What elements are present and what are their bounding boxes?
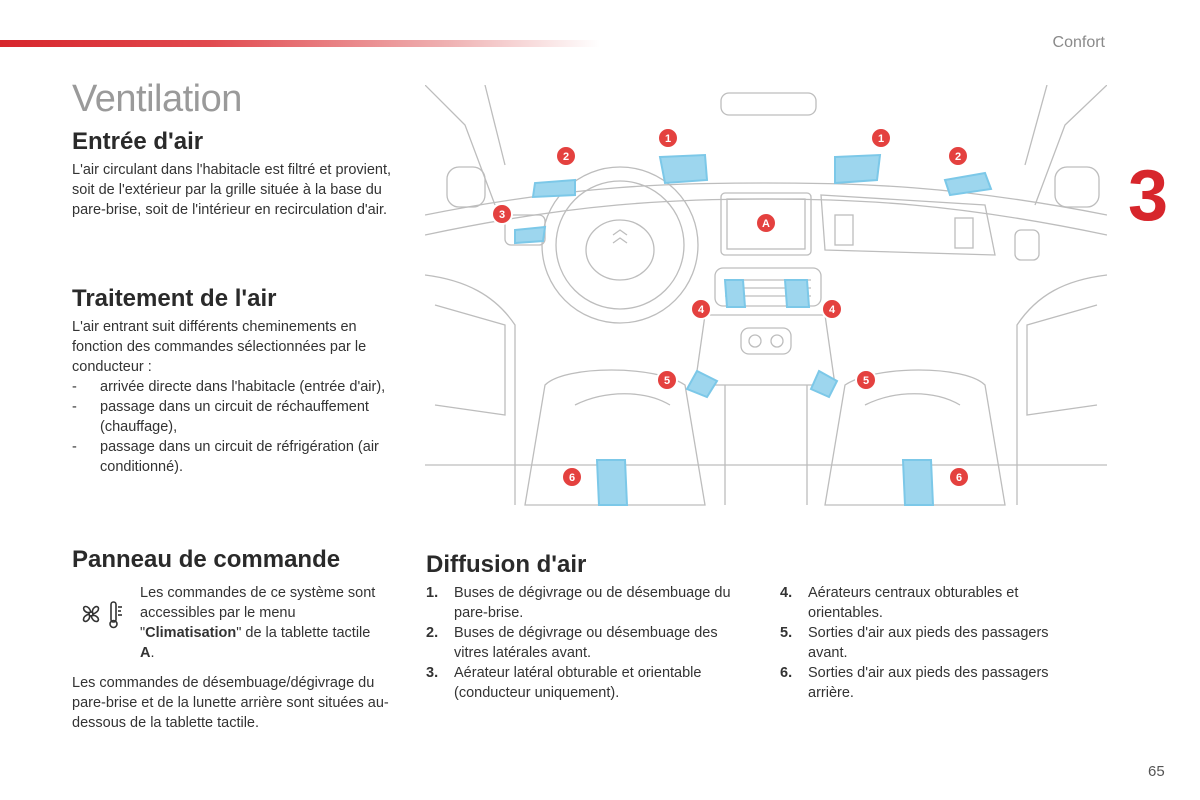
badge-5-right: 5	[855, 369, 877, 391]
svg-text:4: 4	[829, 304, 836, 316]
svg-text:4: 4	[698, 304, 705, 316]
flow-arrow-1-right	[834, 153, 882, 185]
list-item: 3.Aérateur latéral obturable et orientab…	[426, 665, 702, 701]
menu-name: Climatisation	[145, 625, 237, 641]
page-number: 65	[1148, 763, 1165, 780]
flow-arrow-6-right	[901, 459, 935, 506]
climate-control-icon	[82, 601, 122, 629]
diffusion-list-right: 4.Aérateurs centraux obturables et orien…	[780, 583, 1080, 703]
svg-text:2: 2	[563, 151, 569, 163]
svg-text:3: 3	[499, 209, 505, 221]
section-label: Confort	[1052, 34, 1105, 51]
heading-diffusion-air: Diffusion d'air	[426, 551, 587, 578]
desembuage-text: Les commandes de désembuage/dégivrage du…	[72, 675, 389, 731]
badge-3: 3	[491, 203, 513, 225]
svg-text:1: 1	[665, 133, 671, 145]
heading-panneau-commande: Panneau de commande	[72, 546, 341, 573]
badge-6-left: 6	[561, 466, 583, 488]
flow-arrow-5-right	[809, 369, 839, 399]
badge-4-left: 4	[690, 298, 712, 320]
svg-text:1: 1	[878, 133, 884, 145]
list-item: 5.Sorties d'air aux pieds des passagers …	[780, 625, 1049, 661]
header-accent-bar	[0, 40, 600, 47]
badge-4-right: 4	[821, 298, 843, 320]
svg-text:6: 6	[569, 472, 575, 484]
list-item: 2.Buses de dégivrage ou désembuage des v…	[426, 625, 718, 661]
flow-arrow-3	[514, 225, 547, 245]
list-item: -passage dans un circuit de réchauffemen…	[72, 399, 369, 435]
list-item: -arrivée directe dans l'habitacle (entré…	[72, 379, 386, 395]
numbered-badges: 1 1 2 2 3 4 4 5 5 6 6 A	[491, 127, 970, 488]
svg-text:5: 5	[863, 375, 869, 387]
flow-arrow-2-left	[531, 178, 576, 199]
badge-6-right: 6	[948, 466, 970, 488]
tablet-letter: A	[140, 645, 151, 661]
list-item: 4.Aérateurs centraux obturables et orien…	[780, 585, 1019, 621]
badge-screen-a: A	[755, 212, 777, 234]
car-outline	[425, 85, 1107, 506]
traitement-intro: L'air entrant suit différents cheminemen…	[72, 319, 367, 375]
svg-text:A: A	[762, 218, 770, 230]
heading-entree-air: Entrée d'air	[72, 128, 204, 155]
heading-traitement-air: Traitement de l'air	[72, 285, 277, 312]
badge-1-left: 1	[657, 127, 679, 149]
list-item: 1.Buses de dégivrage ou de désembuage du…	[426, 585, 731, 621]
panneau-text: Les commandes de ce système sont accessi…	[140, 585, 376, 661]
page-title: Ventilation	[72, 78, 242, 120]
car-interior-ventilation-diagram: 1 1 2 2 3 4 4 5 5 6 6 A	[425, 85, 1107, 506]
svg-text:2: 2	[955, 151, 961, 163]
entree-air-text: L'air circulant dans l'habitacle est fil…	[72, 162, 392, 218]
badge-2-right: 2	[947, 145, 969, 167]
air-flow-arrows	[514, 153, 993, 506]
traitement-list: -arrivée directe dans l'habitacle (entré…	[72, 377, 402, 477]
flow-arrow-2-right	[943, 171, 993, 197]
list-item: -passage dans un circuit de réfrigératio…	[72, 439, 379, 475]
flow-arrow-5-left	[685, 369, 719, 399]
chapter-number: 3	[1128, 156, 1169, 236]
flow-arrow-4-right	[783, 279, 811, 308]
diffusion-list-left: 1.Buses de dégivrage ou de désembuage du…	[426, 583, 756, 703]
svg-text:6: 6	[956, 472, 962, 484]
flow-arrow-1-left	[658, 153, 709, 185]
list-item: 6.Sorties d'air aux pieds des passagers …	[780, 665, 1049, 701]
badge-1-right: 1	[870, 127, 892, 149]
flow-arrow-4-left	[723, 279, 747, 308]
badge-2-left: 2	[555, 145, 577, 167]
badge-5-left: 5	[656, 369, 678, 391]
svg-text:5: 5	[664, 375, 670, 387]
flow-arrow-6-left	[595, 459, 629, 506]
